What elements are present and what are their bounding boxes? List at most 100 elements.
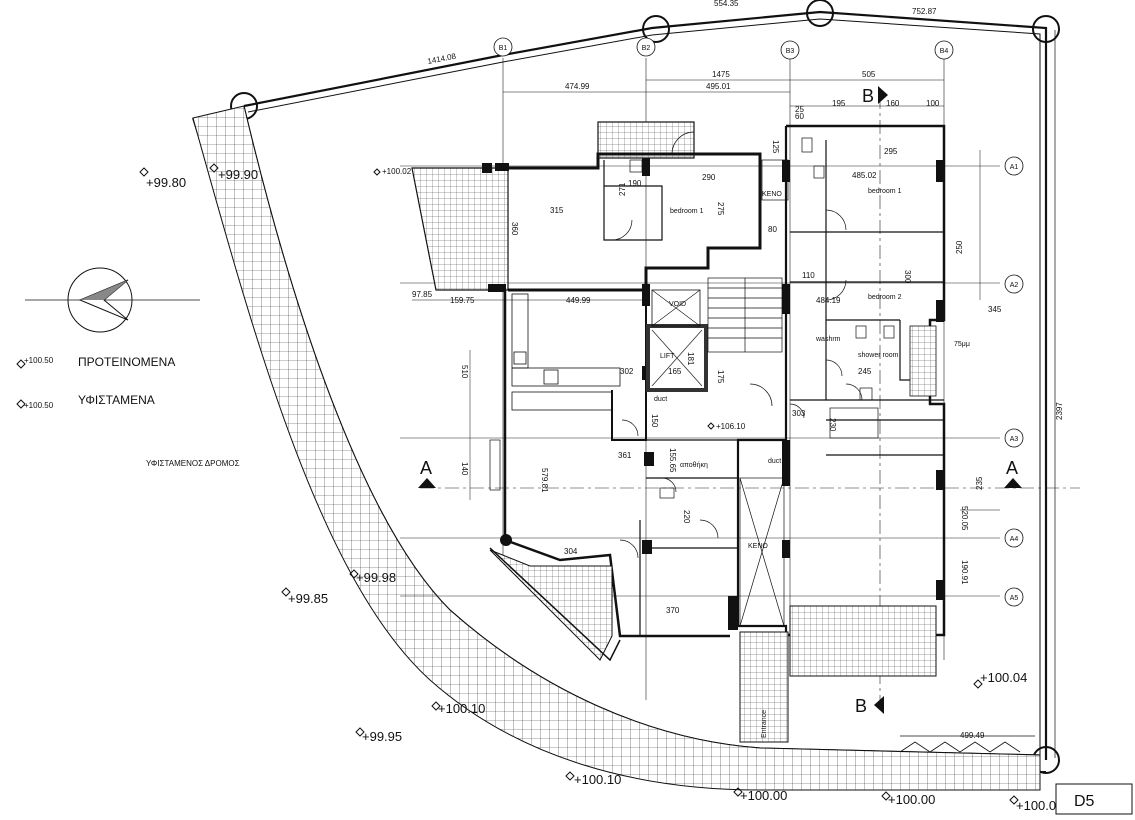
level-markers: +99.80 +99.90 +100.02 +99.85 +99.98 +99.… bbox=[139, 163, 1063, 813]
axis-label-a4: A4 bbox=[1010, 536, 1019, 543]
section-a-right: A bbox=[1006, 458, 1018, 478]
kitchen-counter bbox=[511, 293, 621, 411]
north-arrow-icon bbox=[25, 267, 200, 333]
section-b-bottom: B bbox=[855, 696, 867, 716]
axis-label-b2: B2 bbox=[642, 45, 651, 52]
level-label: +106.10 bbox=[716, 422, 746, 431]
dim-label: 520.05 bbox=[960, 506, 969, 531]
dim-label: 60 bbox=[795, 112, 804, 121]
boundary-marker bbox=[642, 15, 670, 43]
dim-label: 100 bbox=[926, 99, 940, 108]
room-bedroom-2: bedroom 2 bbox=[868, 294, 902, 301]
axis-label-b1: B1 bbox=[499, 45, 508, 52]
dim-label: 303 bbox=[792, 409, 806, 418]
axis-bubble bbox=[1004, 428, 1024, 448]
dim-label: 140 bbox=[460, 462, 469, 476]
dim-label: 485.02 bbox=[852, 171, 877, 180]
dim-label: 165 bbox=[668, 367, 682, 376]
dim-label: 110 bbox=[802, 271, 815, 280]
section-a-arrow bbox=[1004, 478, 1022, 488]
dim-boundary-2: 554.35 bbox=[714, 0, 739, 8]
level-label: +100.04 bbox=[980, 670, 1027, 685]
level-label: +99.90 bbox=[218, 167, 258, 182]
level-label: +99.80 bbox=[146, 175, 186, 190]
legend-existing: ΥΦΙΣΤΑΜΕΝΑ bbox=[78, 393, 155, 407]
dim-label: 235 bbox=[975, 476, 984, 490]
section-b-arrow bbox=[874, 696, 884, 714]
axis-label-b4: B4 bbox=[940, 48, 949, 55]
dim-boundary-4: 2397 bbox=[1055, 402, 1064, 420]
dim-label: 271 bbox=[618, 182, 627, 196]
axis-bubble bbox=[1004, 156, 1024, 176]
dim-label: 125 bbox=[771, 140, 780, 154]
dim-label: 160 bbox=[886, 99, 900, 108]
level-label: +100.00 bbox=[740, 788, 787, 803]
dim-label: 220 bbox=[682, 510, 691, 524]
dim-label: 1475 bbox=[712, 70, 730, 79]
room-storage: αποθήκη bbox=[680, 462, 708, 469]
room-lift: LIFT bbox=[660, 353, 675, 360]
dim-label: 190 bbox=[628, 179, 642, 188]
bathroom-fixtures bbox=[489, 137, 895, 499]
axis-bubble bbox=[636, 37, 656, 57]
axis-bubble bbox=[934, 40, 954, 60]
sheet-id: D5 bbox=[1074, 793, 1095, 810]
dim-label: 159.75 bbox=[450, 296, 475, 305]
room-keno-2: ΚΕΝΟ bbox=[748, 543, 768, 550]
axis-label-a5: A5 bbox=[1010, 595, 1019, 602]
room-entrance: Entrance bbox=[761, 710, 768, 738]
door-swings bbox=[611, 131, 863, 559]
level-label: +99.98 bbox=[356, 570, 396, 585]
axis-bubble bbox=[1004, 587, 1024, 607]
dim-label: 295 bbox=[884, 147, 898, 156]
room-keno-1: ΚΕΝΟ bbox=[762, 191, 782, 198]
section-b-top: B bbox=[862, 86, 874, 106]
dim-label: 190.91 bbox=[960, 560, 969, 585]
dim-label: 80 bbox=[768, 225, 777, 234]
dim-label: 97.85 bbox=[412, 290, 433, 299]
dim-label: 370 bbox=[666, 606, 680, 615]
level-label: +100.10 bbox=[574, 772, 621, 787]
room-duct-2: duct bbox=[768, 458, 781, 465]
dim-label: 195 bbox=[832, 99, 846, 108]
axis-bubble bbox=[1004, 274, 1024, 294]
dim-label: 150 bbox=[650, 414, 659, 428]
void-x bbox=[739, 159, 789, 627]
dim-label: 245 bbox=[858, 367, 872, 376]
sheet-id-box bbox=[1055, 783, 1133, 815]
paved-sidewalk bbox=[192, 105, 1041, 791]
axis-bubble bbox=[1004, 528, 1024, 548]
room-shower: shower room bbox=[858, 352, 899, 359]
level-label: +100.10 bbox=[438, 701, 485, 716]
dim-label: 302 bbox=[620, 367, 634, 376]
dim-label: 250 bbox=[955, 240, 964, 254]
axis-label-b3: B3 bbox=[786, 48, 795, 55]
dim-label: 155.65 bbox=[668, 448, 677, 473]
legend-symbol-level: +100.50 bbox=[24, 401, 54, 410]
dim-label: 290 bbox=[702, 173, 716, 182]
section-b-arrow bbox=[878, 86, 888, 104]
dim-label: 315 bbox=[550, 206, 564, 215]
dim-label: 579.81 bbox=[540, 468, 549, 493]
level-label: +99.95 bbox=[362, 729, 402, 744]
dim-label: 495.01 bbox=[706, 82, 731, 91]
section-a-arrow bbox=[418, 478, 436, 488]
room-washroom: washrm bbox=[815, 336, 841, 343]
level-label: +99.85 bbox=[288, 591, 328, 606]
dim-label: 449.99 bbox=[566, 296, 591, 305]
legend-symbol-level: +100.50 bbox=[24, 356, 54, 365]
legend-proposed: ΠΡΟΤΕΙΝΟΜΕΝΑ bbox=[78, 355, 175, 369]
dim-label: 304 bbox=[564, 547, 578, 556]
legend: +100.50 ΠΡΟΤΕΙΝΟΜΕΝΑ +100.50 ΥΦΙΣΤΑΜΕΝΑ bbox=[16, 355, 175, 410]
axis-label-a3: A3 bbox=[1010, 436, 1019, 443]
road-label: ΥΦΙΣΤΑΜΕΝΟΣ ΔΡΟΜΟΣ bbox=[146, 459, 240, 468]
room-void: VOID bbox=[669, 301, 686, 308]
dim-label: 360 bbox=[510, 222, 519, 236]
dim-label: 230 bbox=[828, 418, 837, 432]
room-duct-1: duct bbox=[654, 396, 667, 403]
level-label: +100.00 bbox=[1016, 798, 1063, 813]
axis-label-a1: A1 bbox=[1010, 164, 1019, 171]
axis-label-a2: A2 bbox=[1010, 282, 1019, 289]
dim-label: 505 bbox=[862, 70, 876, 79]
